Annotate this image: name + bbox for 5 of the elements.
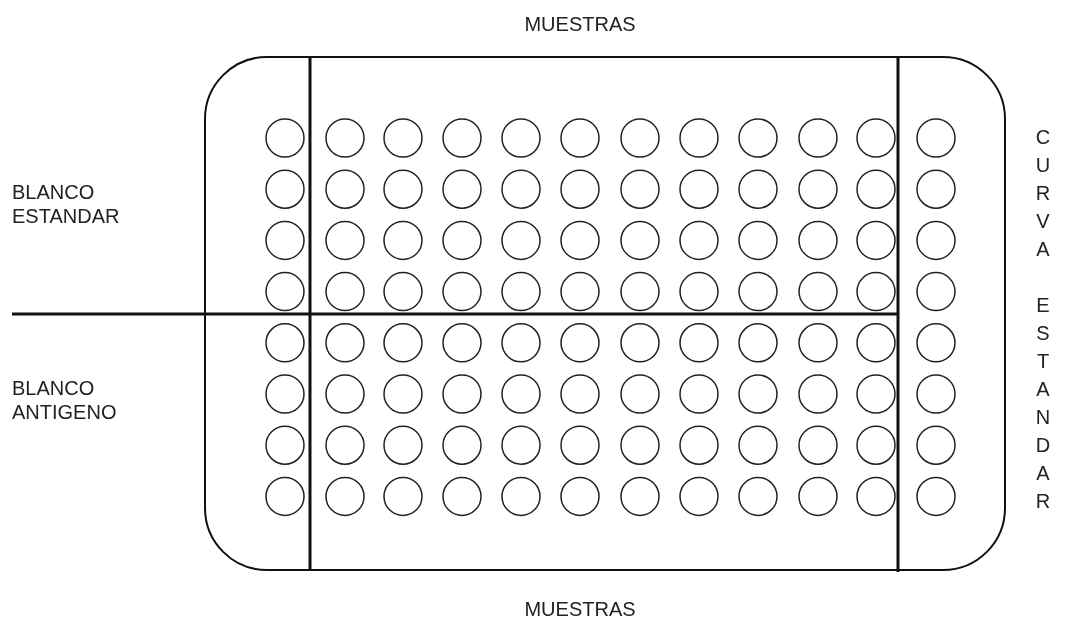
- column-heading: MUESTRAS: [523, 597, 637, 621]
- column-group-label: CURVA ESTANDAR: [1031, 126, 1055, 518]
- row-group-label: BLANCO ESTANDAR: [12, 180, 121, 228]
- row-group-label: BLANCO ANTIGENO: [12, 376, 118, 424]
- column-heading: MUESTRAS: [523, 12, 637, 36]
